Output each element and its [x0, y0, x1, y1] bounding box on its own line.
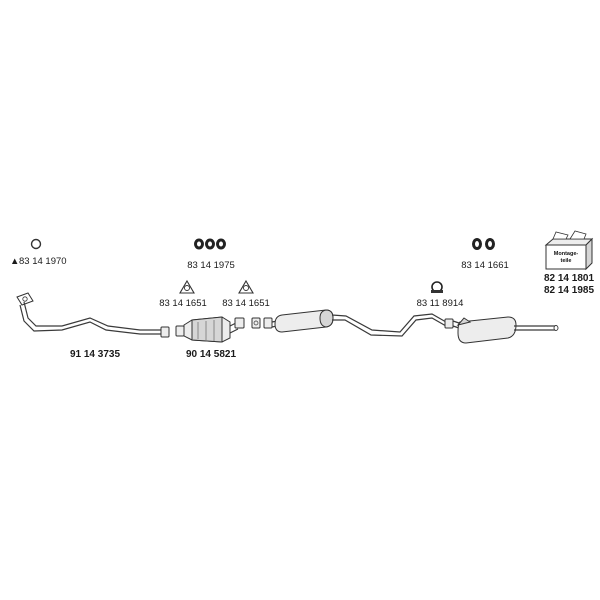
warning-triangle-icon: ▲	[10, 256, 19, 267]
clamp-icon	[431, 281, 443, 293]
part-number-gasket-right: 83 14 1651	[222, 298, 270, 309]
middle-silencer-icon	[271, 309, 447, 337]
mounting-box-label-line2: teile	[560, 258, 571, 264]
part-number-hangers-right: 83 14 1661	[461, 260, 509, 271]
flange-connector-icon	[251, 317, 273, 329]
part-number-mounting-kit-2: 82 14 1985	[544, 285, 594, 296]
mounting-box-label-line1: Montage-	[554, 251, 579, 257]
part-number-catalytic-converter: 90 14 5821	[186, 349, 236, 360]
part-number-hangers-left: 83 14 1975	[187, 260, 235, 271]
rear-silencer-icon	[444, 316, 559, 344]
catalytic-converter-icon	[175, 316, 245, 343]
part-number-front-pipe: 91 14 3735	[70, 349, 120, 360]
part-number-gasket-left: 83 14 1651	[159, 298, 207, 309]
rubber-hanger-pair-right-icon	[472, 238, 495, 250]
part-number-clamp: 83 11 8914	[417, 298, 464, 309]
triangle-gasket-right-icon	[238, 279, 254, 294]
rubber-hanger-pair-left-icon	[194, 238, 226, 250]
mounting-kit-box-icon: Montage- teile	[544, 230, 594, 271]
part-number-gasket-top-left: 83 14 1970	[19, 256, 67, 267]
gasket-ring-icon	[30, 238, 42, 250]
triangle-gasket-left-icon	[179, 279, 195, 294]
front-pipe-icon	[16, 292, 170, 338]
part-number-mounting-kit-1: 82 14 1801	[544, 273, 594, 284]
